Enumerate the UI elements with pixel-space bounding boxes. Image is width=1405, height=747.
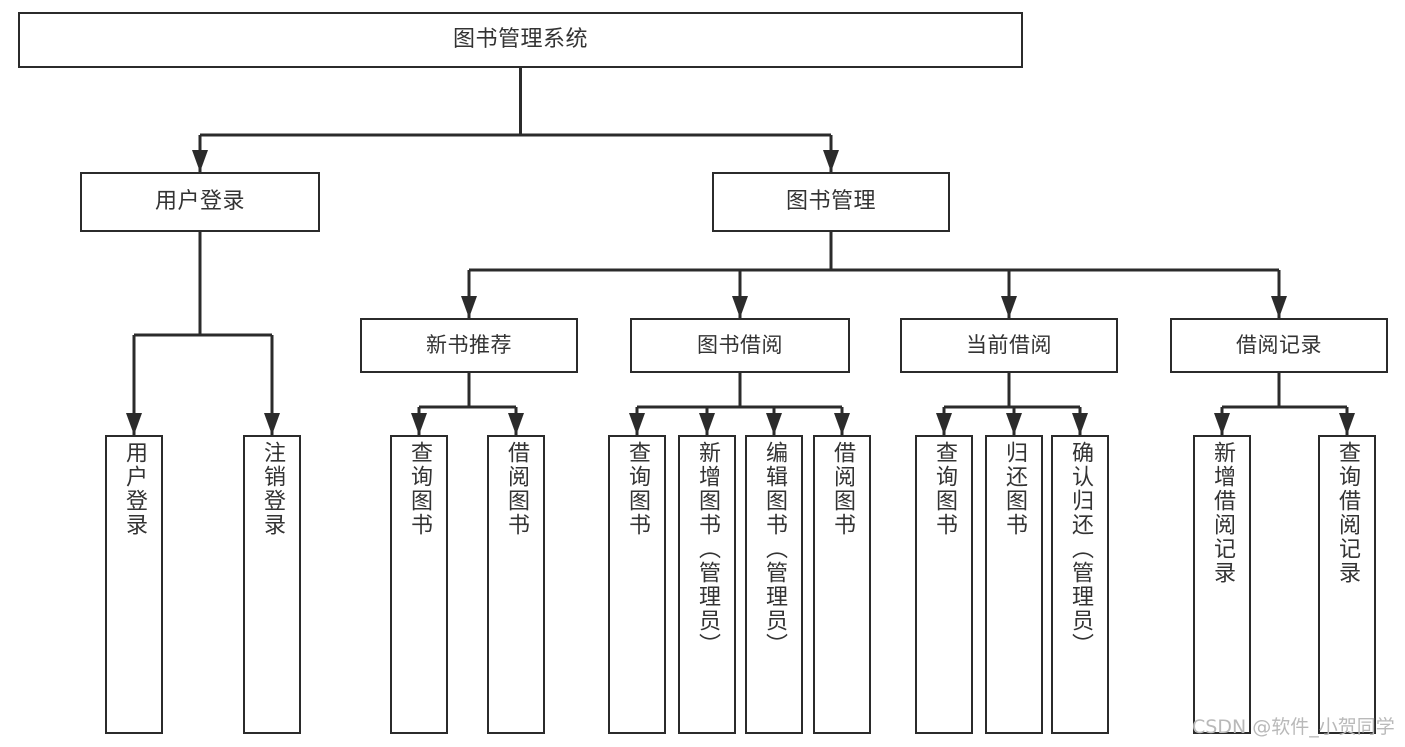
arrowhead-icon	[1339, 413, 1355, 435]
node-leaf9[interactable]: 查询图书	[915, 435, 973, 734]
node-label: 归还图书	[1002, 441, 1027, 537]
node-leaf12[interactable]: 新增借阅记录	[1193, 435, 1251, 734]
node-label: 借阅记录	[1236, 333, 1322, 358]
arrowhead-icon	[1001, 296, 1017, 318]
node-leaf13[interactable]: 查询借阅记录	[1318, 435, 1376, 734]
arrowhead-icon	[699, 413, 715, 435]
node-leaf5[interactable]: 查询图书	[608, 435, 666, 734]
node-leaf10[interactable]: 归还图书	[985, 435, 1043, 734]
node-leaf1[interactable]: 用户登录	[105, 435, 163, 734]
arrowhead-icon	[192, 150, 208, 172]
node-label: 查询图书	[625, 441, 650, 537]
node-label: 查询借阅记录	[1335, 441, 1360, 585]
node-label: 图书借阅	[697, 333, 783, 358]
node-borrow[interactable]: 图书借阅	[630, 318, 850, 373]
arrowhead-icon	[411, 413, 427, 435]
node-login[interactable]: 用户登录	[80, 172, 320, 232]
node-label: 编辑图书（管理员）	[762, 441, 787, 657]
node-leaf2[interactable]: 注销登录	[243, 435, 301, 734]
node-current[interactable]: 当前借阅	[900, 318, 1118, 373]
arrowhead-icon	[766, 413, 782, 435]
arrowhead-icon	[732, 296, 748, 318]
arrowhead-icon	[1072, 413, 1088, 435]
node-leaf6[interactable]: 新增图书（管理员）	[678, 435, 736, 734]
node-leaf3[interactable]: 查询图书	[390, 435, 448, 734]
node-label: 当前借阅	[966, 333, 1052, 358]
node-label: 借阅图书	[830, 441, 855, 537]
node-label: 用户登录	[154, 189, 245, 215]
arrowhead-icon	[461, 296, 477, 318]
arrowhead-icon	[936, 413, 952, 435]
arrowhead-icon	[1006, 413, 1022, 435]
arrowhead-icon	[823, 150, 839, 172]
node-label: 图书管理系统	[452, 27, 588, 53]
arrowhead-icon	[1271, 296, 1287, 318]
node-label: 确认归还（管理员）	[1068, 441, 1093, 657]
node-label: 图书管理	[785, 189, 876, 215]
arrowhead-icon	[629, 413, 645, 435]
node-label: 新增图书（管理员）	[695, 441, 720, 657]
arrowhead-icon	[508, 413, 524, 435]
node-label: 注销登录	[260, 441, 285, 537]
arrowhead-icon	[1214, 413, 1230, 435]
node-records[interactable]: 借阅记录	[1170, 318, 1388, 373]
node-leaf7[interactable]: 编辑图书（管理员）	[745, 435, 803, 734]
arrowhead-icon	[834, 413, 850, 435]
node-label: 查询图书	[407, 441, 432, 537]
arrowhead-icon	[264, 413, 280, 435]
watermark-label: CSDN @软件_小贺同学	[1192, 716, 1395, 738]
arrowhead-icon	[126, 413, 142, 435]
node-leaf8[interactable]: 借阅图书	[813, 435, 871, 734]
node-leaf4[interactable]: 借阅图书	[487, 435, 545, 734]
node-label: 新增借阅记录	[1210, 441, 1235, 585]
node-root[interactable]: 图书管理系统	[18, 12, 1023, 68]
node-label: 借阅图书	[504, 441, 529, 537]
node-label: 查询图书	[932, 441, 957, 537]
node-leaf11[interactable]: 确认归还（管理员）	[1051, 435, 1109, 734]
node-label: 用户登录	[122, 441, 147, 537]
node-newbook[interactable]: 新书推荐	[360, 318, 578, 373]
node-bookmgmt[interactable]: 图书管理	[712, 172, 950, 232]
node-label: 新书推荐	[426, 333, 512, 358]
